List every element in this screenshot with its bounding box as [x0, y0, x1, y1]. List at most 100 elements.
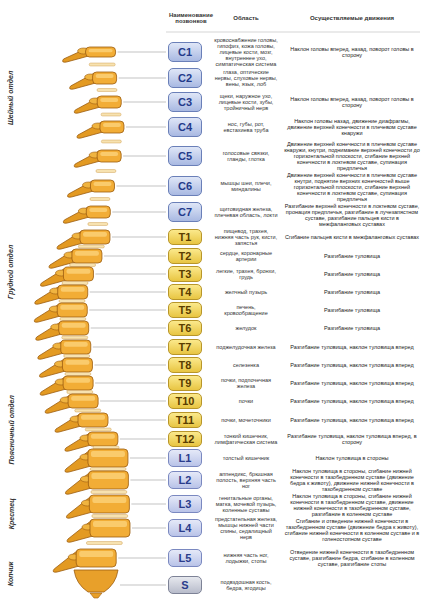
vertebra-code: C2: [178, 73, 192, 84]
vertebra-body: [97, 150, 121, 162]
vertebra-highlight: [60, 305, 84, 310]
leader-line: [112, 212, 166, 213]
column-header: Осуществляемые движения: [284, 15, 420, 22]
spinous-process: [39, 359, 65, 377]
vertebra-highlight: [100, 152, 118, 156]
vertebra-code: T11: [176, 415, 194, 426]
intervertebral-disc: [96, 170, 116, 173]
vertebra-box: T3: [168, 266, 202, 282]
intervertebral-disc: [91, 491, 127, 494]
vertebra-body: [90, 519, 130, 537]
intervertebral-disc: [90, 198, 110, 201]
body-area-text: голосовые связки, гланды, глотка: [214, 150, 278, 162]
intervertebral-disc: [90, 468, 126, 471]
body-area-text: мышцы шеи, плечи, миндалины: [214, 180, 278, 192]
body-area-text: подвздошная кость, бедра, ягодицы: [214, 579, 278, 591]
movement-text: Отведение нижней конечности в тазобедрен…: [284, 549, 420, 567]
vertebra-code: T1: [179, 232, 192, 243]
vertebra-box: T1: [168, 229, 202, 245]
body-area-text: толстый кишечник: [214, 455, 278, 461]
vertebra-highlight: [91, 473, 125, 479]
vertebra-code: T7: [179, 342, 192, 353]
movement-text: Разгибание туловища: [284, 325, 420, 331]
vertebra-code: L5: [179, 553, 192, 564]
intervertebral-disc: [101, 113, 121, 116]
vertebra-body: [100, 121, 124, 133]
vertebra-code: C5: [178, 151, 192, 162]
movement-text: Разгибание туловища, наклон туловища впе…: [284, 433, 420, 445]
vertebra-box: T4: [168, 284, 202, 300]
movement-text: Движение верхней конечности в плечевом с…: [284, 141, 420, 171]
movement-text: Наклон головы назад, движение диафрагмы,…: [284, 118, 420, 136]
intervertebral-disc: [62, 282, 88, 285]
vertebra-code: L4: [179, 523, 192, 534]
vertebra-code: L3: [179, 499, 192, 510]
body-area-text: легкие, трахея, бронхи, грудь: [214, 268, 278, 280]
spinous-process: [63, 207, 89, 223]
column-header: Область: [214, 15, 278, 22]
spinous-process: [65, 450, 91, 472]
vertebra-body: [63, 376, 93, 390]
body-area-text: желчный пузырь: [214, 289, 278, 295]
spinous-process: [36, 322, 62, 340]
vertebra-body: [58, 285, 88, 299]
vertebra-body: [76, 549, 116, 567]
spinous-process: [66, 496, 92, 518]
spinous-process: [74, 97, 100, 113]
vertebra-box: C5: [168, 146, 202, 166]
leader-line: [94, 365, 166, 366]
spinous-process: [45, 395, 71, 413]
vertebra-code: T2: [179, 251, 192, 262]
vertebra-box: L5: [168, 549, 202, 567]
vertebra-highlight: [66, 269, 90, 274]
vertebra-code: C3: [178, 97, 192, 108]
spinous-process: [63, 48, 89, 62]
intervertebral-disc: [85, 428, 111, 431]
body-area-text: желудок: [214, 325, 278, 331]
vertebra-highlight: [64, 342, 88, 347]
header-rule: [166, 32, 420, 33]
vertebra-highlight: [75, 251, 99, 256]
movement-text: Разгибание туловища, наклон туловища впе…: [284, 344, 420, 350]
leader-line: [95, 274, 166, 275]
spinous-process: [65, 472, 91, 494]
body-area-text: тонкий кишечник, лимфатическая система: [214, 433, 278, 445]
leader-line: [112, 237, 166, 238]
vertebra-highlight: [91, 434, 115, 439]
movement-text: Разгибание туловища, наклон туловища впе…: [284, 380, 420, 386]
vertebra-highlight: [62, 323, 86, 328]
intervertebral-disc: [92, 515, 128, 518]
section-label: Копчик: [7, 562, 15, 587]
leader-line: [119, 78, 166, 79]
vertebra-code: C1: [178, 47, 192, 58]
intervertebral-disc: [67, 391, 93, 394]
vertebra-body: [63, 267, 93, 281]
leader-line: [100, 401, 166, 402]
spinous-process: [77, 122, 103, 138]
vertebra-body: [93, 72, 117, 84]
vertebra-code: L1: [179, 453, 192, 464]
intervertebral-disc: [75, 409, 101, 412]
vertebra-code: T4: [179, 287, 192, 298]
body-area-text: поджелудочная железа: [214, 344, 278, 350]
movement-text: Наклон головы вперед, назад, поворот гол…: [284, 96, 420, 108]
leader-line: [118, 558, 166, 559]
vertebra-body: [78, 413, 108, 427]
leader-line: [120, 585, 166, 586]
intervertebral-disc: [65, 373, 91, 376]
body-area-text: нижняя часть ног, лодыжки, стопы: [214, 552, 278, 564]
intervertebral-disc: [78, 245, 104, 248]
vertebra-code: T9: [179, 378, 192, 389]
movement-text: Сгибание и отведение нижней конечности в…: [284, 518, 420, 542]
vertebra-body: [89, 495, 129, 513]
vertebra-body: [80, 230, 110, 244]
vertebra-highlight: [71, 396, 95, 401]
vertebra-body: [57, 303, 87, 317]
vertebra-highlight: [96, 74, 114, 78]
spinous-process: [67, 181, 93, 197]
vertebra-body: [90, 180, 114, 192]
vertebra-code: T5: [179, 305, 192, 316]
movement-text: Разгибание туловища, наклон туловища впе…: [284, 362, 420, 368]
movement-text: Разгибание туловища: [284, 253, 420, 259]
vertebra-code: T10: [176, 396, 195, 407]
